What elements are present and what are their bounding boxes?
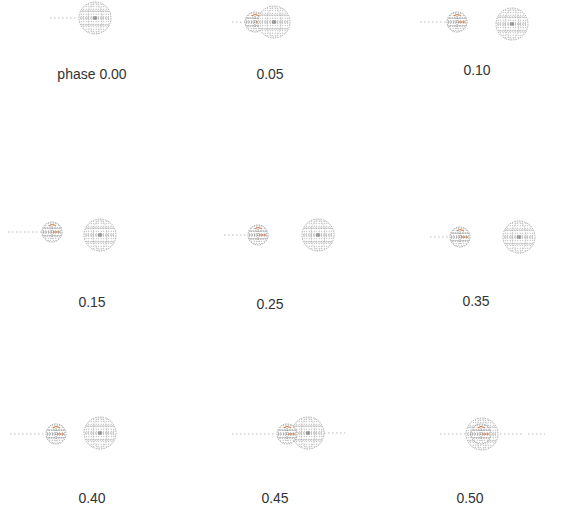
phase-label: 0.35 (462, 293, 489, 309)
phase-label: 0.15 (78, 294, 105, 310)
phase-label: phase 0.00 (57, 66, 126, 82)
phase-label: 0.10 (463, 62, 490, 78)
phase-label: 0.50 (456, 490, 483, 506)
phase-label: 0.05 (256, 66, 283, 82)
phase-label: 0.40 (78, 490, 105, 506)
phase-label: 0.25 (256, 296, 283, 312)
phase-label: 0.45 (261, 490, 288, 506)
